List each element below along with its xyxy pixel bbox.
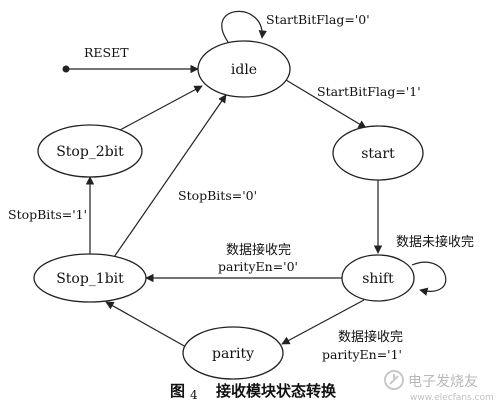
stop1bit-to-stop2bit-label: StopBits='1'	[8, 207, 87, 222]
state-shift: shift	[341, 254, 415, 302]
shift-to-parity-label-1: 数据接收完	[338, 329, 403, 345]
idle-to-start-arrow	[285, 79, 367, 129]
edge-parity-to-stop1bit	[105, 301, 187, 348]
shift-self-loop-label: 数据未接收完	[396, 234, 474, 250]
state-shift-label: shift	[362, 271, 394, 287]
state-idle: idle	[197, 40, 291, 98]
caption-prefix: 图	[170, 382, 185, 400]
edge-shift-to-stop1bit: 数据接收完 parityEn='0'	[145, 242, 342, 283]
idle-self-loop-label: StartBitFlag='0'	[266, 12, 370, 27]
caption-title: 接收模块状态转换	[216, 382, 337, 400]
caption-number: 4	[190, 388, 198, 402]
edge-shift-to-parity: 数据接收完 parityEn='1'	[281, 299, 403, 362]
state-stop-1bit-shape	[33, 253, 147, 303]
shift-to-parity-label-2: parityEn='1'	[322, 347, 402, 362]
edge-shift-self-loop: 数据未接收完	[396, 234, 474, 296]
state-parity-shape	[182, 326, 284, 380]
shift-to-parity-arrow	[281, 299, 365, 345]
watermark-brand: 电子发烧友	[408, 374, 478, 390]
watermark: 电子发烧友 www.elecfans.com	[384, 370, 494, 403]
stop2bit-to-idle-arrow	[119, 85, 203, 131]
edge-idle-self-loop: StartBitFlag='0'	[221, 10, 370, 43]
edge-stop1bit-to-stop2bit: StopBits='1'	[8, 176, 95, 258]
figure-caption: 图 4 接收模块状态转换	[170, 382, 337, 402]
stop1bit-to-idle-arrow	[111, 94, 227, 261]
state-stop-2bit-shape	[37, 124, 143, 178]
shift-to-stop1bit-label-2: parityEn='0'	[218, 259, 298, 274]
state-idle-label: idle	[231, 62, 257, 78]
edge-reset: RESET	[62, 45, 199, 74]
reset-label: RESET	[84, 45, 129, 60]
shift-self-loop-arrow	[411, 261, 447, 296]
state-parity-label: parity	[212, 346, 254, 362]
state-stop-1bit: Stop_1bit	[33, 253, 147, 303]
edge-stop2bit-to-idle	[119, 85, 203, 131]
state-start-label: start	[361, 146, 395, 162]
shift-to-stop1bit-label-1: 数据接收完	[226, 242, 291, 258]
state-idle-shape	[197, 40, 291, 98]
state-stop-2bit-label: Stop_2bit	[56, 144, 124, 160]
state-parity: parity	[182, 326, 284, 380]
stop1bit-to-idle-label: StopBits='0'	[178, 188, 257, 203]
edge-stop1bit-to-idle: StopBits='0'	[111, 94, 257, 261]
reset-dot	[62, 65, 70, 73]
state-start: start	[332, 125, 424, 181]
watermark-logo-icon	[384, 370, 404, 390]
watermark-url: www.elecfans.com	[410, 393, 494, 403]
state-stop-1bit-label: Stop_1bit	[56, 271, 124, 287]
state-shift-shape	[341, 254, 415, 302]
state-start-shape	[332, 125, 424, 181]
idle-self-loop-arrow	[221, 10, 267, 43]
edge-idle-to-start: StartBitFlag='1'	[285, 79, 421, 129]
idle-to-start-label: StartBitFlag='1'	[317, 84, 421, 99]
state-stop-2bit: Stop_2bit	[37, 124, 143, 178]
parity-to-stop1bit-arrow	[105, 301, 187, 348]
